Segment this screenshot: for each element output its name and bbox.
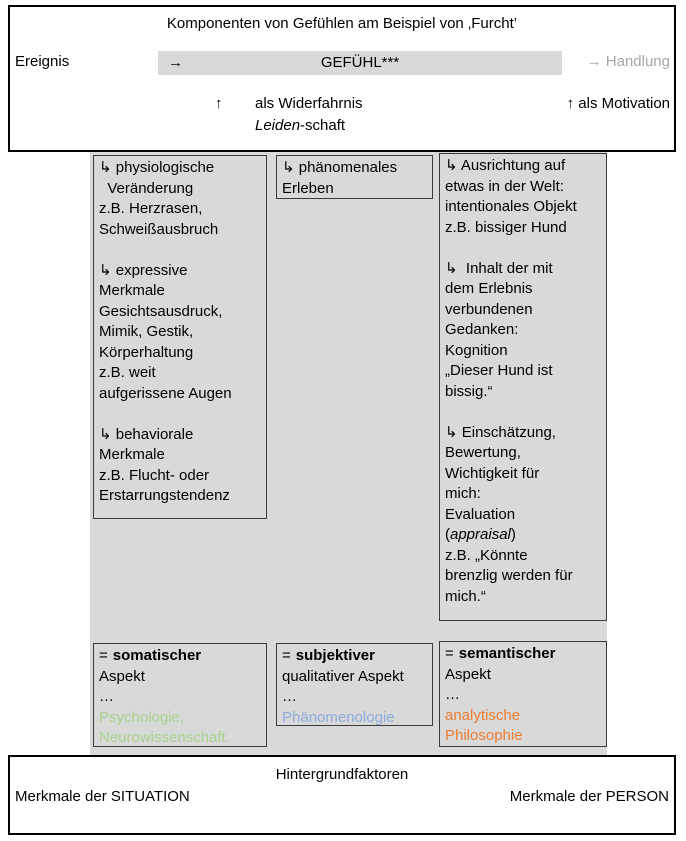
feeling-highlight-bar: → GEFÜHL*** [158,51,562,75]
aspect-title-line: =somatischer [99,646,261,667]
subjective-aspect-box: =subjektiver qualitativer Aspekt … Phäno… [276,643,433,726]
page-title: Komponenten von Gefühlen am Beispiel von… [166,15,518,32]
somatic-aspect-box: =somatischer Aspekt … Psychologie, Neuro… [93,643,267,747]
situation-label: Merkmale der SITUATION [15,788,190,805]
leiden-rest-text: -schaft [300,117,346,134]
equals-sign: = [282,647,291,664]
right-arrow-icon: → [168,54,183,71]
aspect-disciplines: Phänomenologie [282,708,395,726]
ellipsis-text: … [445,686,460,703]
equals-sign: = [99,647,108,664]
semantic-text-part2: ) z.B. „Könnte brenzlig werden für mich.… [445,526,573,605]
aspect-disciplines: Psychologie, Neurowissenschaft. [99,708,230,747]
background-factors-title: Hintergrundfaktoren [275,766,409,783]
leiden-italic-text: Leiden [255,117,301,134]
semantic-components-box: ↳ Ausrichtung auf etwas in der Welt: int… [439,153,607,621]
aspect-name: semantischer [458,645,556,662]
aspect-subtitle: Aspekt [99,667,145,685]
aspect-name: subjektiver [295,647,375,664]
background-factors-frame: Hintergrundfaktoren Merkmale der SITUATI… [8,755,676,835]
somatic-components-box: ↳ physiologische Veränderung z.B. Herzra… [93,155,267,519]
aspect-subtitle: Aspekt [445,665,491,683]
person-label: Merkmale der PERSON [509,788,669,805]
motivation-label: ↑ als Motivation [566,95,670,112]
action-label: → Handlung [586,53,670,70]
appraisal-italic-text: appraisal [450,526,511,543]
ellipsis-text: … [282,688,297,705]
event-label: Ereignis [15,53,70,70]
header-frame: Komponenten von Gefühlen am Beispiel von… [8,5,676,152]
feeling-label: GEFÜHL*** [320,54,400,71]
leiden-schaft-label: Leiden-schaft [255,117,345,134]
aspect-name: somatischer [112,647,202,664]
up-arrow-icon: ↑ [215,95,223,112]
aspect-title-line: =semantischer [445,644,601,665]
aspect-subtitle: qualitativer Aspekt [282,667,404,685]
semantic-text-part1: ↳ Ausrichtung auf etwas in der Welt: int… [445,157,577,543]
aspect-title-line: =subjektiver [282,646,427,667]
aspect-disciplines: analytische Philosophie [445,706,523,745]
semantic-aspect-box: =semantischer Aspekt … analytische Philo… [439,641,607,747]
equals-sign: = [445,645,454,662]
widerfahrnis-label: als Widerfahrnis [255,95,363,112]
phenomenal-experience-box: ↳ phänomenales Erleben [276,155,433,199]
ellipsis-text: … [99,688,114,705]
